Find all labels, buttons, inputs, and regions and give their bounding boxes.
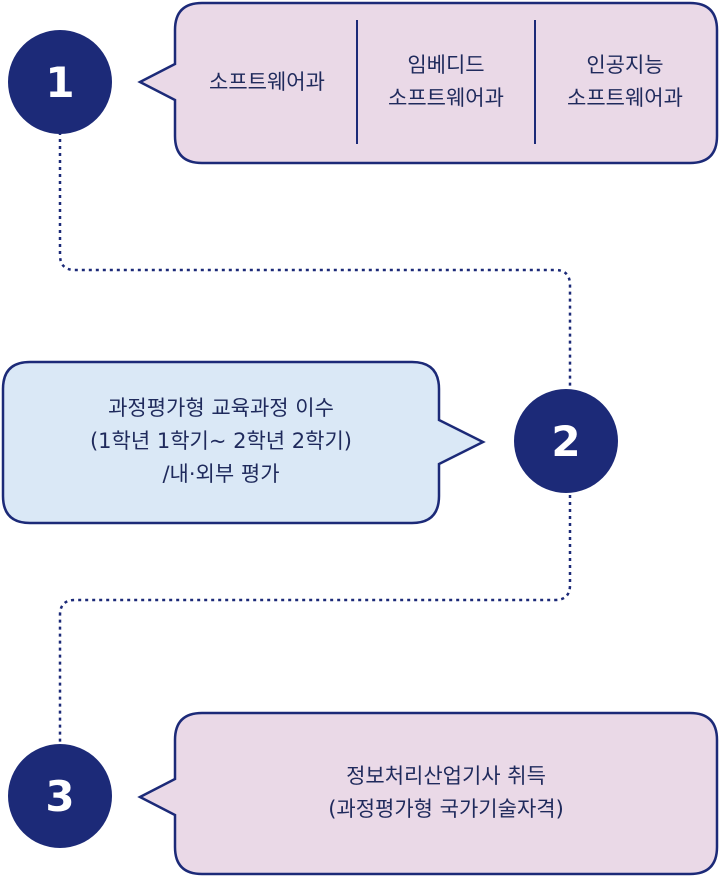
step-1-circle: 1: [8, 30, 112, 134]
step-3-circle: 3: [8, 744, 112, 848]
step-1-number: 1: [45, 57, 75, 107]
department-col-3: 인공지능 소프트웨어과: [535, 20, 715, 144]
step-3-line-2: (과정평가형 국가기술자격): [328, 797, 564, 821]
department-col-2: 임베디드 소프트웨어과: [357, 20, 535, 144]
department-3-line-2: 소프트웨어과: [567, 86, 683, 110]
bubble-step-1: [137, 1, 719, 165]
connector-1-2: [58, 125, 572, 395]
connector-2-3: [58, 488, 572, 748]
department-col-1: 소프트웨어과: [177, 20, 357, 144]
department-2-line-1: 임베디드: [407, 53, 485, 77]
department-1-line-1: 소프트웨어과: [209, 69, 325, 94]
step-2-circle: 2: [514, 389, 618, 493]
step-3-line-1: 정보처리산업기사 취득: [346, 764, 546, 788]
bubble-step-3: [137, 711, 719, 876]
step-2-number: 2: [551, 416, 581, 466]
bubble-step-2: [1, 360, 486, 525]
department-3-line-1: 인공지능: [586, 53, 664, 77]
step-3-text: 정보처리산업기사 취득 (과정평가형 국가기술자격): [177, 760, 715, 826]
step-2-line-3: /내·외부 평가: [162, 462, 280, 486]
step-3-number: 3: [45, 771, 75, 821]
department-2-line-2: 소프트웨어과: [388, 86, 504, 110]
step-2-line-1: 과정평가형 교육과정 이수: [108, 396, 334, 420]
step-2-line-2: (1학년 1학기~ 2학년 2학기): [89, 429, 352, 453]
step-2-text: 과정평가형 교육과정 이수 (1학년 1학기~ 2학년 2학기) /내·외부 평…: [5, 392, 437, 491]
